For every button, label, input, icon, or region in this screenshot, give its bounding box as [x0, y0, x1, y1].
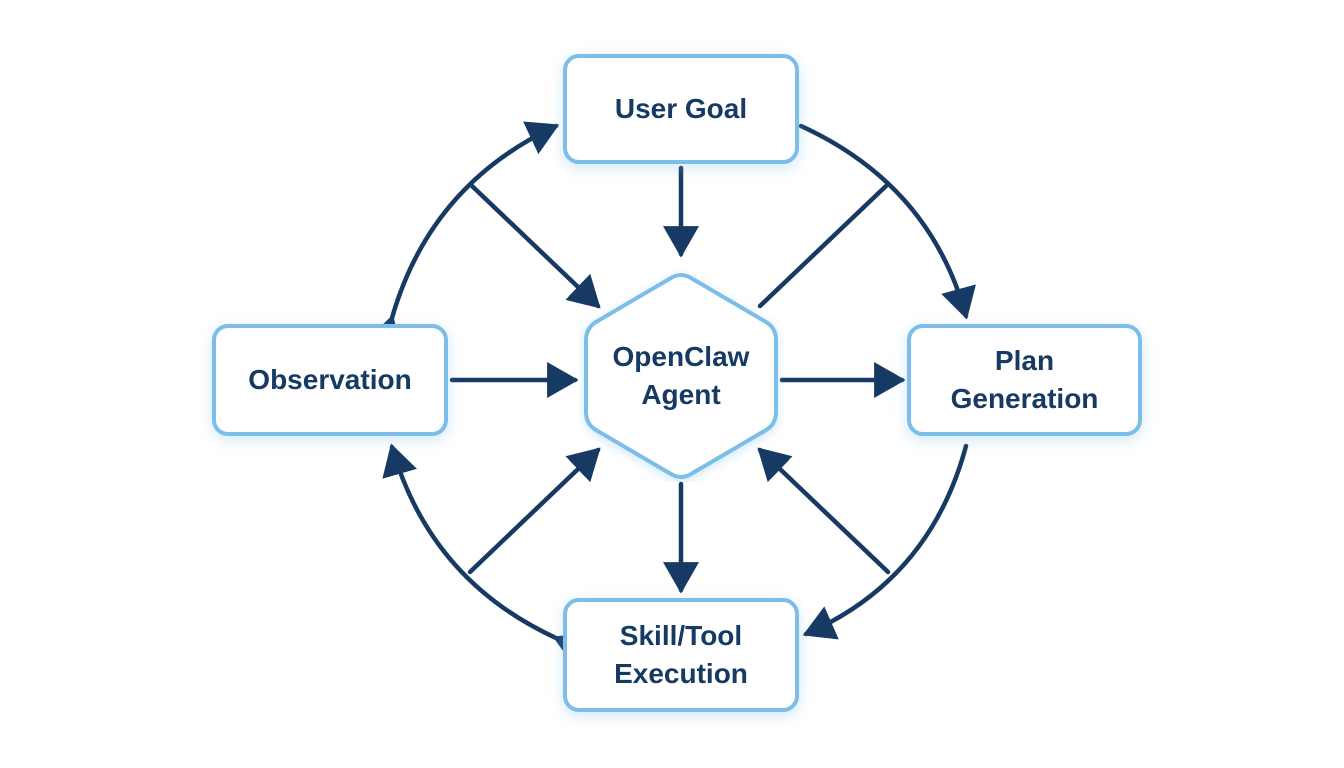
hub-agent-label-wrap: OpenClaw Agent: [578, 270, 784, 482]
node-skill-tool-execution[interactable]: Skill/Tool Execution: [563, 598, 799, 712]
node-skill-tool-execution-line1: Skill/Tool: [619, 620, 743, 651]
hub-agent-hexagon[interactable]: [578, 270, 784, 482]
node-skill-tool-execution-line2: Execution: [614, 658, 748, 689]
hub-agent-label: OpenClaw Agent: [613, 338, 750, 414]
node-user-goal-label: User Goal: [615, 90, 747, 128]
hub-agent-line1: OpenClaw: [612, 341, 750, 372]
node-user-goal-line1: User Goal: [614, 93, 748, 124]
edge-arc-observation-to-user-goal: [367, 121, 560, 350]
edge-arc-plan-to-skill: [802, 443, 969, 640]
node-skill-tool-execution-label: Skill/Tool Execution: [614, 617, 748, 693]
edge-diagonal-agent-to-top-right: [757, 183, 889, 309]
hub-agent-line2: Agent: [641, 379, 721, 410]
node-observation[interactable]: Observation: [212, 324, 448, 436]
node-user-goal[interactable]: User Goal: [563, 54, 799, 164]
hub-hexagon-shape: [584, 273, 778, 479]
node-plan-generation-line2: Generation: [950, 383, 1099, 414]
node-plan-generation-label: Plan Generation: [951, 342, 1099, 418]
edge-arc-user-goal-to-plan: [798, 123, 976, 320]
node-plan-generation-line1: Plan: [994, 345, 1055, 376]
edge-arc-skill-to-observation: [382, 443, 589, 667]
edge-diagonal-bottom-right-to-agent: [757, 447, 891, 575]
node-observation-line1: Observation: [248, 364, 412, 395]
node-observation-label: Observation: [248, 361, 411, 399]
node-plan-generation[interactable]: Plan Generation: [907, 324, 1142, 436]
